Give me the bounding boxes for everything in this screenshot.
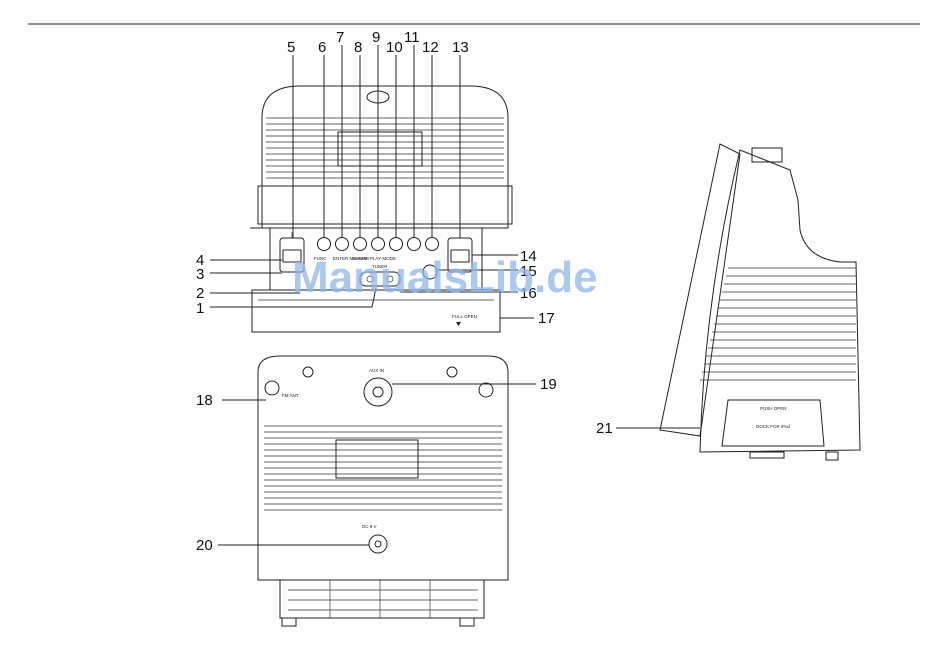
- aux-in-socket: [364, 378, 392, 406]
- label-push-open: PUSH OPEN: [760, 406, 787, 411]
- callout-8: 8: [354, 39, 362, 56]
- back-screw-3: [447, 367, 457, 377]
- callout-10: 10: [386, 39, 403, 56]
- back-screw-2: [303, 367, 313, 377]
- front-grille: [266, 118, 504, 178]
- back-screw-4: [479, 383, 493, 397]
- side-front-panel: [660, 144, 740, 436]
- callout-12: 12: [422, 39, 439, 56]
- back-screw-1: [265, 381, 279, 395]
- label-dock-for-ipod: DOCK FOR iPod: [756, 424, 791, 429]
- watermark-text: ManualsLib.de: [292, 253, 598, 302]
- front-mid-band: [258, 186, 512, 224]
- back-grille: [264, 426, 502, 510]
- callout-7: 7: [336, 29, 344, 46]
- callout-1: 1: [196, 300, 204, 317]
- callout-17: 17: [538, 310, 555, 327]
- side-top-controls: [752, 148, 782, 162]
- battery-compartment: [280, 580, 484, 618]
- label-fm-ant: FM ANT.: [282, 393, 299, 398]
- back-leader-lines: [218, 384, 536, 545]
- callout-9: 9: [372, 29, 380, 46]
- callout-18: 18: [196, 392, 213, 409]
- label-dc-in: DC 9 V: [362, 524, 377, 529]
- label-full-open: FULL OPEN: [452, 314, 477, 319]
- front-body-outline: [262, 86, 508, 228]
- label-aux-in: AUX IN: [369, 368, 384, 373]
- side-foot-2: [826, 452, 838, 460]
- callout-19: 19: [540, 376, 557, 393]
- back-view: FM ANT. AUX IN DC 9 V: [258, 356, 508, 626]
- callout-3: 3: [196, 266, 204, 283]
- callout-5: 5: [287, 39, 295, 56]
- callout-20: 20: [196, 537, 213, 554]
- back-foot-left: [282, 618, 296, 626]
- callout-6: 6: [318, 39, 326, 56]
- callout-13: 13: [452, 39, 469, 56]
- front-button-row: [318, 238, 439, 251]
- back-foot-right: [460, 618, 474, 626]
- dc-in-socket: [369, 535, 387, 553]
- side-foot-1: [750, 452, 784, 458]
- back-label-plate: [336, 440, 418, 478]
- callout-11: 11: [404, 29, 420, 46]
- side-view: PUSH OPEN DOCK FOR iPod: [616, 144, 860, 460]
- front-display: [338, 132, 422, 166]
- side-grille: [700, 268, 856, 380]
- callout-21: 21: [596, 420, 613, 437]
